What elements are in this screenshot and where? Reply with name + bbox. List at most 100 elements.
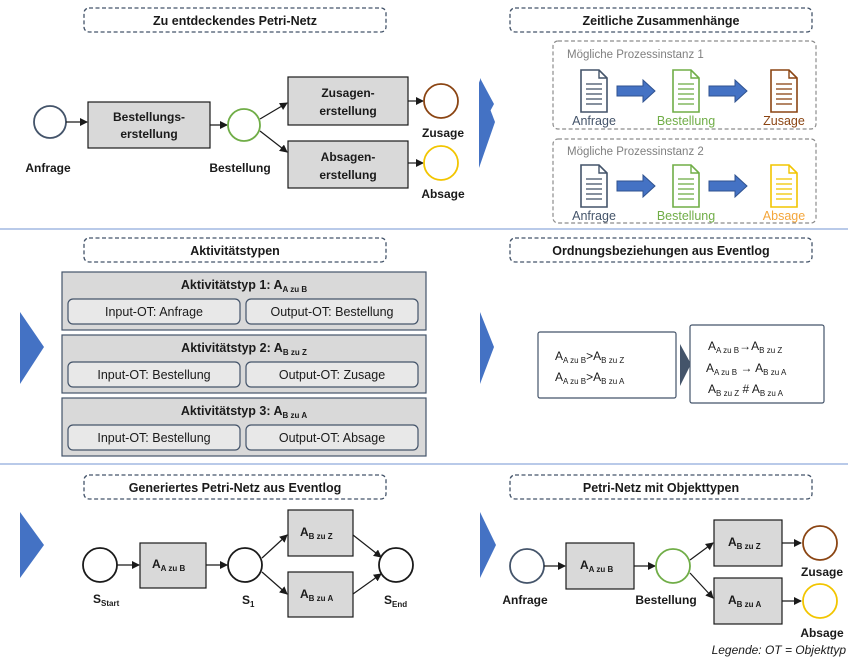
- svg-text:Mögliche Prozessinstanz 2: Mögliche Prozessinstanz 2: [567, 146, 704, 158]
- svg-text:Zusage: Zusage: [422, 126, 464, 140]
- chevron-arrow-icon: [480, 512, 496, 578]
- svg-text:erstellung: erstellung: [319, 168, 376, 182]
- label-t3-b-zu-a: AB zu A: [728, 593, 761, 609]
- panel-title-4: Ordnungsbeziehungen aus Eventlog: [509, 237, 813, 263]
- svg-text:Zusagen-: Zusagen-: [321, 86, 374, 100]
- doc-label: Zusage: [763, 114, 805, 128]
- label-s-start: SStart: [93, 592, 120, 608]
- input-ot-label: Input-OT: Bestellung: [97, 368, 210, 382]
- small-chevron-icon: [680, 344, 691, 386]
- place-s-end: [378, 547, 414, 583]
- svg-text:Mögliche Prozessinstanz 1: Mögliche Prozessinstanz 1: [567, 49, 704, 61]
- petri-net-3: Anfrage AA zu B Bestellung AB zu Z AB zu…: [502, 519, 844, 640]
- chevron-arrow-icon: [480, 312, 494, 384]
- svg-text:Anfrage: Anfrage: [502, 593, 548, 607]
- instance-box-1: Mögliche Prozessinstanz 1: [552, 40, 817, 130]
- svg-text:Petri-Netz mit Objekttypen: Petri-Netz mit Objekttypen: [583, 481, 739, 495]
- place-bestellung-2: [655, 548, 691, 584]
- transition-a-zu-b-2: [565, 542, 635, 590]
- activity-type-title: Aktivitätstyp 1: AA zu B: [181, 278, 307, 294]
- relation-5: AB zu Z # AB zu A: [708, 382, 784, 398]
- svg-text:Aktivitätstypen: Aktivitätstypen: [190, 244, 280, 258]
- relation-1: AA zu B>AB zu Z: [555, 349, 624, 365]
- relation-3: AA zu B→AB zu Z: [708, 339, 782, 355]
- svg-text:Bestellungs-: Bestellungs-: [113, 110, 185, 124]
- instance-box-2: Mögliche Prozessinstanz 2: [552, 138, 817, 224]
- place-bestellung: [227, 108, 261, 142]
- transition-b-zu-a-2: [713, 577, 783, 625]
- panel-title-1: Zu entdeckendes Petri-Netz: [83, 7, 387, 33]
- svg-text:Absagen-: Absagen-: [321, 150, 376, 164]
- doc-bestellung-icon: [672, 69, 700, 113]
- place-zusage: [423, 83, 459, 119]
- svg-text:Absage: Absage: [421, 187, 465, 201]
- label-s1: S1: [242, 593, 255, 609]
- activity-types: Aktivitätstyp 1: AA zu B Input-OT: Anfrag…: [61, 271, 427, 457]
- doc-label: Bestellung: [657, 114, 715, 128]
- relation-2: AA zu B>AB zu A: [555, 370, 625, 386]
- doc-absage-icon: [770, 164, 798, 208]
- svg-text:Anfrage: Anfrage: [25, 161, 71, 175]
- svg-text:Bestellung: Bestellung: [209, 161, 270, 175]
- place-anfrage: [33, 105, 67, 139]
- relations-box-2: AA zu B→AB zu Z AA zu B → AB zu A AB zu …: [689, 324, 825, 404]
- label-t-b-zu-a: AB zu A: [300, 587, 333, 603]
- svg-text:Generiertes Petri-Netz aus Eve: Generiertes Petri-Netz aus Eventlog: [129, 481, 342, 495]
- flow-arrow-icon: [616, 78, 656, 104]
- transition-b-zu-a: [287, 571, 354, 618]
- activity-type-card: Aktivitätstyp 1: AA zu B Input-OT: Anfrag…: [61, 271, 427, 331]
- doc-anfrage-icon: [580, 164, 608, 208]
- panel-title-3: Aktivitätstypen: [83, 237, 387, 263]
- output-ot-label: Output-OT: Absage: [279, 431, 385, 445]
- svg-text:Bestellung: Bestellung: [635, 593, 696, 607]
- svg-text:erstellung: erstellung: [319, 104, 376, 118]
- panel-title-5: Generiertes Petri-Netz aus Eventlog: [83, 474, 387, 500]
- chevron-arrow-icon: [479, 80, 495, 168]
- flow-arrow-icon: [708, 78, 748, 104]
- label-t-b-zu-z: AB zu Z: [300, 525, 333, 541]
- doc-bestellung-icon: [672, 164, 700, 208]
- chevron-arrow-icon: [20, 312, 44, 384]
- petri-net-2: SStart AA zu B S1 AB zu Z AB zu A SEnd: [82, 509, 414, 618]
- svg-text:Ordnungsbeziehungen aus Eventl: Ordnungsbeziehungen aus Eventlog: [552, 244, 769, 258]
- panel-title-6: Petri-Netz mit Objekttypen: [509, 474, 813, 500]
- label-t3-a-zu-b: AA zu B: [580, 558, 613, 574]
- place-absage: [423, 145, 459, 181]
- petri-net-1: Anfrage Bestellungs- erstellung Bestellu…: [25, 76, 465, 201]
- transition-a-zu-b: [139, 542, 207, 589]
- label-s-end: SEnd: [384, 593, 407, 609]
- relation-4: AA zu B → AB zu A: [706, 361, 787, 377]
- input-ot-label: Input-OT: Bestellung: [97, 431, 210, 445]
- place-absage-2: [802, 583, 838, 619]
- doc-label: Anfrage: [572, 209, 616, 223]
- doc-label: Bestellung: [657, 209, 715, 223]
- flow-arrow-icon: [708, 173, 748, 199]
- transition-b-zu-z: [287, 509, 354, 557]
- label-t-a-zu-b: AA zu B: [152, 557, 185, 573]
- label-t3-b-zu-z: AB zu Z: [728, 535, 761, 551]
- doc-label: Anfrage: [572, 114, 616, 128]
- transition-absagenerstellung: [287, 140, 409, 189]
- transition-zusagenerstellung: [287, 76, 409, 126]
- flow-arrow-icon: [616, 173, 656, 199]
- output-ot-label: Output-OT: Zusage: [279, 368, 385, 382]
- doc-anfrage-icon: [580, 69, 608, 113]
- panel-title-2: Zeitliche Zusammenhänge: [509, 7, 813, 33]
- input-ot-label: Input-OT: Anfrage: [105, 305, 203, 319]
- place-zusage-2: [802, 525, 838, 561]
- legend: Legende: OT = Objekttyp: [712, 643, 847, 657]
- transition-bestellungserstellung: [87, 101, 211, 149]
- place-s-start: [82, 547, 118, 583]
- place-s1: [227, 547, 263, 583]
- doc-zusage-icon: [770, 69, 798, 113]
- chevron-arrow-icon: [20, 512, 44, 578]
- relations-box-1: AA zu B>AB zu Z AA zu B>AB zu A: [537, 331, 677, 399]
- doc-label: Absage: [763, 209, 805, 223]
- activity-type-title: Aktivitätstyp 3: AB zu A: [181, 404, 307, 420]
- output-ot-label: Output-OT: Bestellung: [271, 305, 394, 319]
- svg-text:Zu entdeckendes Petri-Netz: Zu entdeckendes Petri-Netz: [153, 14, 317, 28]
- svg-text:erstellung: erstellung: [120, 127, 177, 141]
